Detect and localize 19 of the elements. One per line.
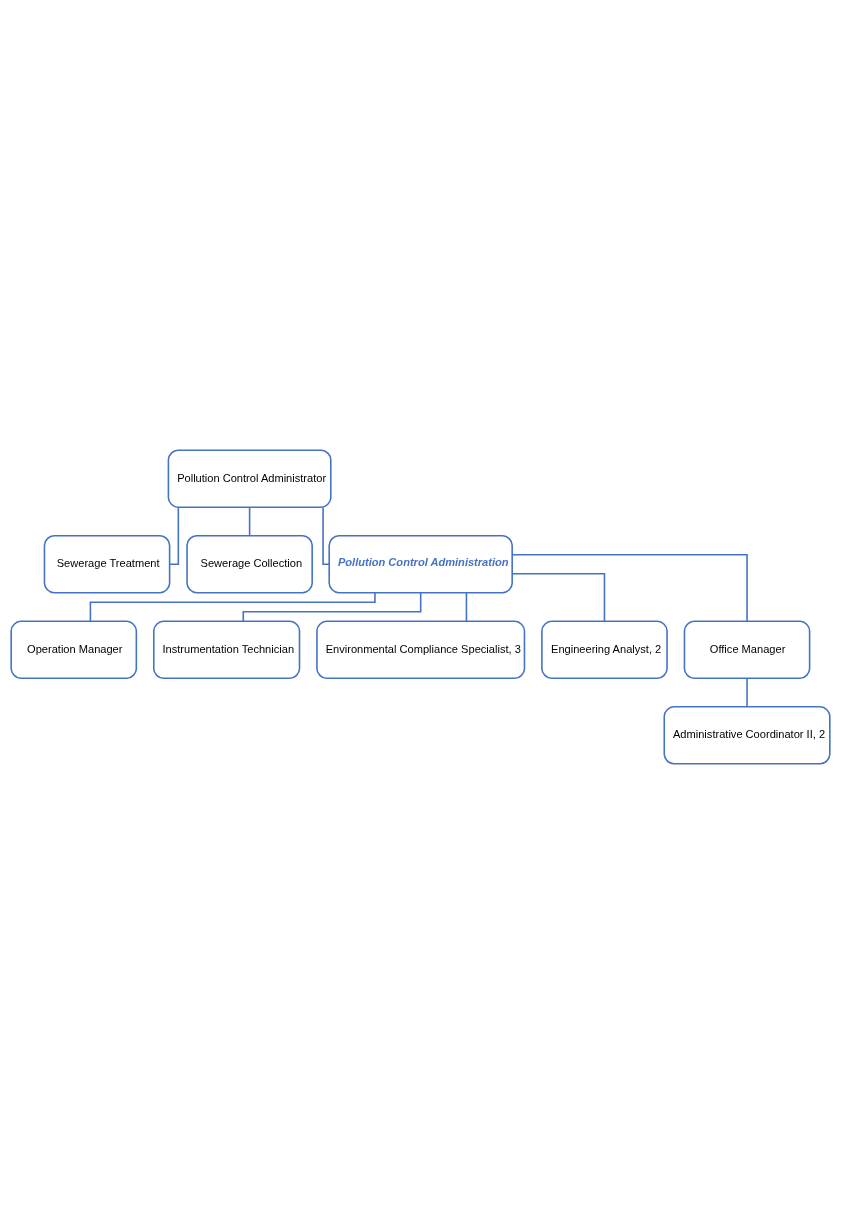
connector: [746, 677, 748, 707]
connector: [169, 506, 180, 565]
connector: [248, 506, 251, 536]
connector: [242, 591, 422, 622]
connector: [89, 591, 376, 622]
node-box: Office Manager: [683, 619, 811, 679]
node-box: Sewerage Collection: [186, 534, 313, 594]
connector: [465, 591, 468, 622]
node-box: Administrative Coordinator II, 2: [663, 705, 831, 765]
node-box: Environmental Compliance Specialist, 3: [316, 619, 526, 679]
node-box: Instrumentation Technician: [153, 619, 301, 679]
node-box: Operation Manager: [10, 619, 138, 679]
node-box: Pollution Control Administration: [328, 534, 513, 594]
connector: [322, 506, 330, 565]
node-box: Engineering Analyst, 2: [541, 619, 668, 679]
connector: [511, 553, 748, 622]
node-box: Sewerage Treatment: [43, 534, 171, 594]
connector: [511, 572, 606, 622]
node-box: Pollution Control Administrator: [167, 448, 332, 508]
